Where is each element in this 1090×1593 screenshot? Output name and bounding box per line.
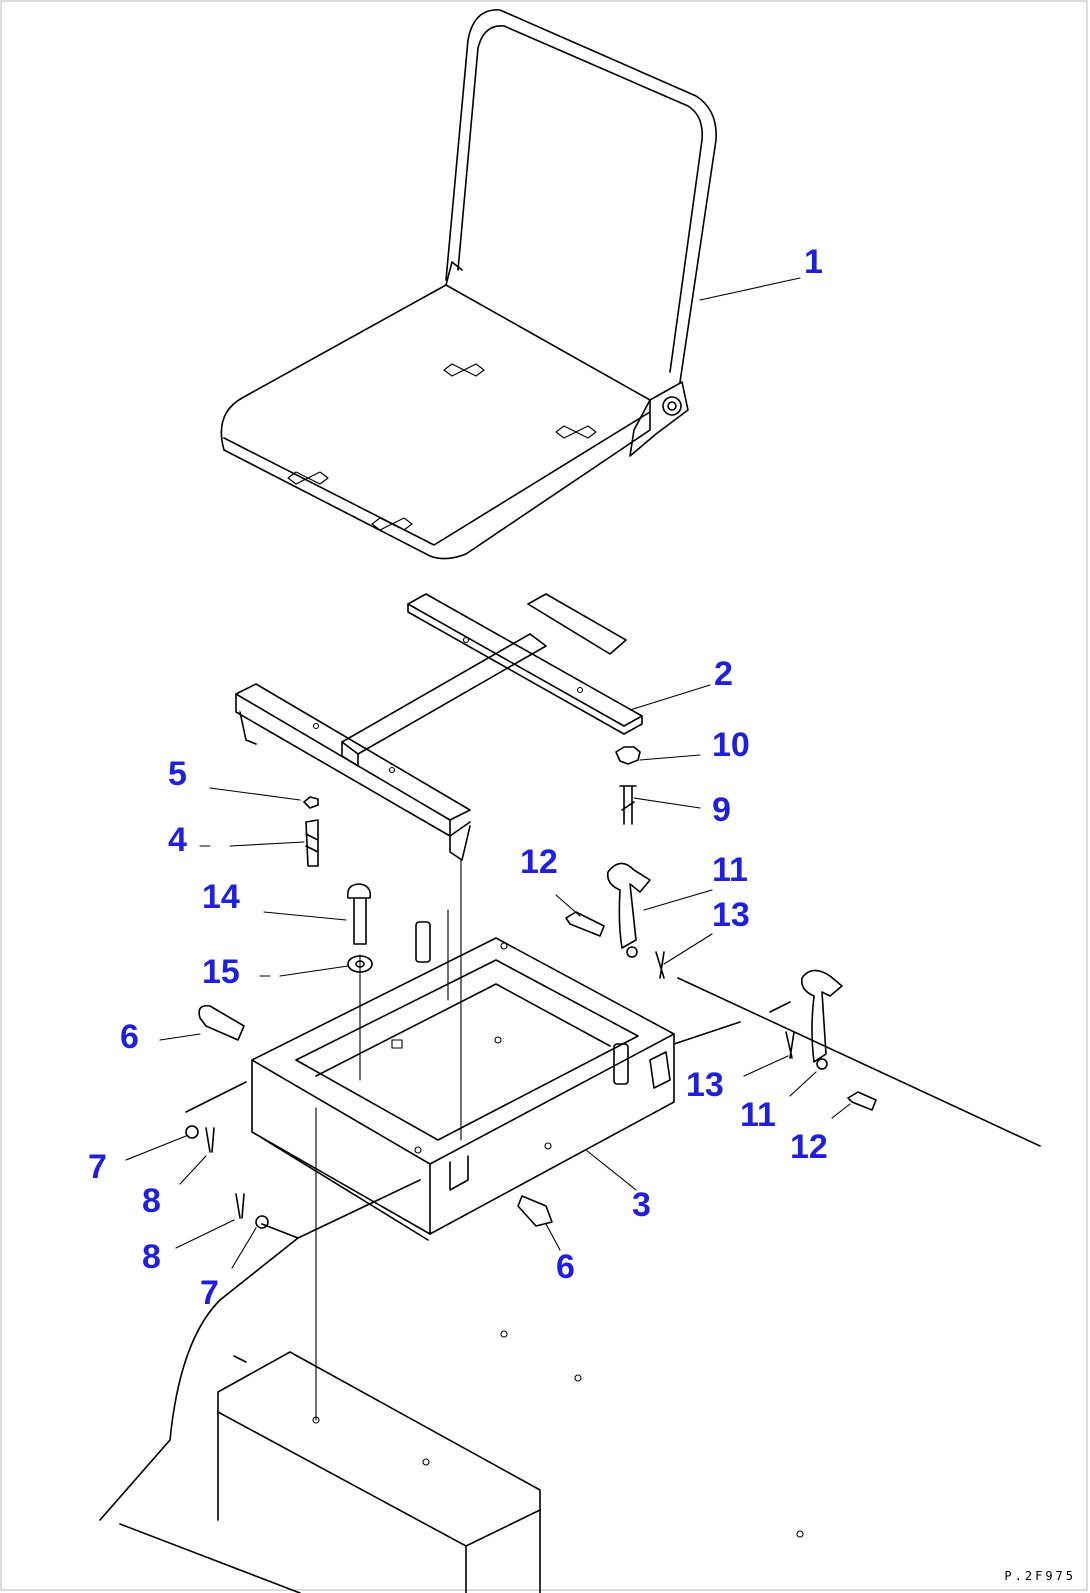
callout-1: 1 (804, 243, 823, 281)
callout-8-left: 8 (142, 1182, 161, 1220)
hardware-parts (185, 746, 877, 1229)
pin-12-right (847, 1091, 877, 1111)
washer-15 (347, 955, 373, 973)
cotter-13-left (655, 951, 665, 979)
callout-13-right: 13 (686, 1066, 724, 1104)
leader-lines (125, 277, 851, 1269)
callout-12-right: 12 (790, 1128, 828, 1166)
assembly-guide-lines (315, 859, 462, 1421)
bolt-4 (305, 819, 319, 867)
callout-7-left: 7 (88, 1148, 107, 1186)
cotter-8-left (205, 1127, 215, 1153)
seat-frame-part (235, 593, 643, 861)
cotter-13-right (785, 1031, 795, 1059)
callout-6-left: 6 (120, 1018, 139, 1056)
callout-7-lower: 7 (200, 1274, 219, 1312)
seat-base-part (251, 921, 675, 1241)
washer-7-left (185, 1125, 199, 1139)
callout-11-right: 11 (740, 1096, 776, 1134)
latch-11-left (606, 862, 651, 949)
callout-9: 9 (712, 791, 731, 829)
callout-5: 5 (168, 755, 187, 793)
callout-13-top: 13 (712, 896, 750, 934)
callout-6-right: 6 (556, 1248, 575, 1286)
callout-10: 10 (712, 726, 750, 764)
callout-2: 2 (714, 655, 733, 693)
nut-10 (615, 746, 641, 765)
pin-12-left (565, 911, 605, 937)
callout-4: 4 (168, 821, 187, 859)
callout-8-lower: 8 (142, 1238, 161, 1276)
washer-5 (303, 796, 319, 809)
bolt-9 (619, 785, 637, 825)
latch-11-right (800, 969, 843, 1063)
callout-15: 15 (202, 953, 240, 991)
pin-6-left (198, 1004, 245, 1041)
cotter-8-lower (235, 1193, 245, 1219)
washer-7-lower (255, 1215, 269, 1229)
callout-11-top: 11 (712, 851, 748, 889)
callout-12-top: 12 (520, 843, 558, 881)
callout-14: 14 (202, 878, 240, 916)
bolt-14 (346, 883, 372, 945)
pin-6-right (517, 1195, 553, 1227)
floor-part (99, 977, 1041, 1593)
drawing-code-label: P.2F975 (1004, 1569, 1076, 1583)
seat-part (220, 9, 717, 560)
callout-3: 3 (632, 1186, 651, 1224)
